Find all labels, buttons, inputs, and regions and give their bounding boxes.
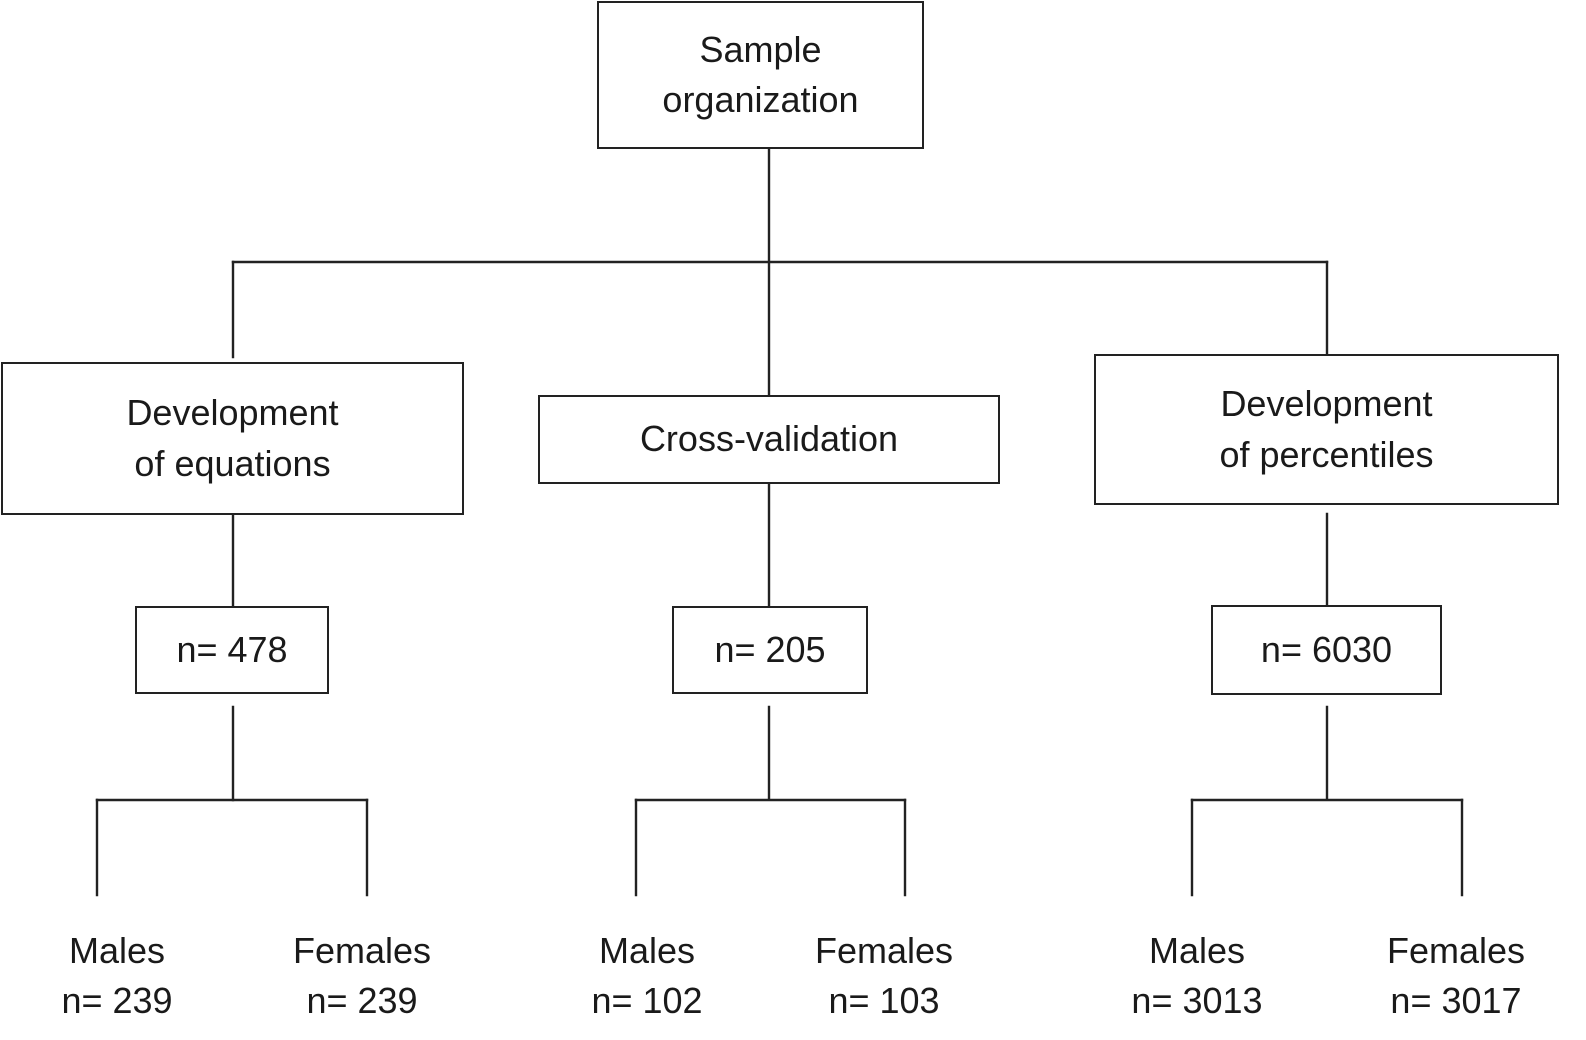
leaf-label: Females — [292, 930, 432, 971]
root-label-line-1: Sample — [699, 28, 822, 70]
leaf-count: n= 103 — [828, 980, 940, 1021]
total-box-equations: n= 478 — [135, 606, 329, 694]
total-count: n= 6030 — [1260, 628, 1393, 670]
leaf-label: Males — [68, 930, 166, 971]
branch-label-line-1: Development — [126, 392, 339, 434]
branch-label: Development of equations — [126, 388, 338, 489]
leaf-percentiles-males: Males n= 3013 — [1067, 926, 1327, 1026]
branch-label-line-1: Development — [1220, 383, 1433, 425]
total-box-percentiles: n= 6030 — [1211, 605, 1442, 695]
leaf-label: Males — [1148, 930, 1246, 971]
branch-label-line-1: Cross-validation — [639, 418, 899, 460]
branch-label: Development of percentiles — [1219, 379, 1433, 480]
root-label-line-2: organization — [662, 79, 859, 120]
leaf-count: n= 239 — [61, 980, 173, 1021]
total-box-cross-validation: n= 205 — [672, 606, 868, 694]
leaf-label: Females — [1386, 930, 1526, 971]
leaf-percentiles-females: Females n= 3017 — [1326, 926, 1586, 1026]
leaf-count: n= 3013 — [1131, 980, 1263, 1021]
leaf-equations-males: Males n= 239 — [0, 926, 247, 1026]
root-label: Sample organization — [662, 25, 858, 126]
branch-box-percentiles: Development of percentiles — [1094, 354, 1559, 505]
branch-box-cross-validation: Cross-validation — [538, 395, 1000, 484]
branch-label-line-2: of percentiles — [1219, 433, 1434, 475]
leaf-count: n= 239 — [306, 980, 418, 1021]
leaf-count: n= 3017 — [1390, 980, 1522, 1021]
leaf-label: Females — [814, 930, 954, 971]
leaf-equations-females: Females n= 239 — [232, 926, 492, 1026]
branch-label-line-2: of equations — [134, 442, 331, 484]
total-count: n= 205 — [714, 628, 826, 670]
leaf-count: n= 102 — [591, 980, 703, 1021]
leaf-label: Males — [598, 930, 696, 971]
branch-box-equations: Development of equations — [1, 362, 464, 515]
root-box: Sample organization — [597, 1, 924, 149]
leaf-cross-validation-males: Males n= 102 — [517, 926, 777, 1026]
total-count: n= 478 — [176, 628, 288, 670]
leaf-cross-validation-females: Females n= 103 — [754, 926, 1014, 1026]
